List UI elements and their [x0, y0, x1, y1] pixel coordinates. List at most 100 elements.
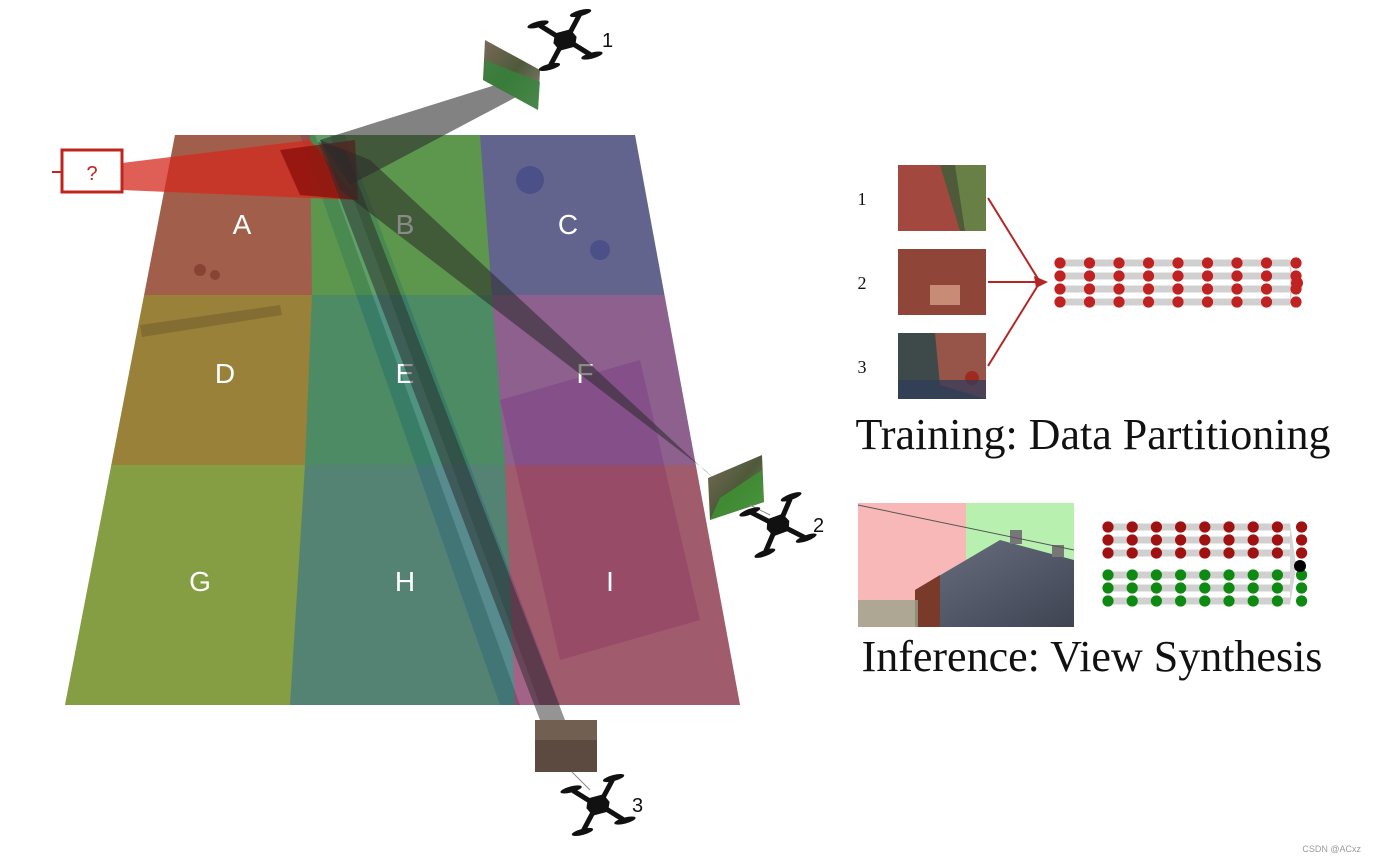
network-node [1290, 296, 1302, 308]
network-output-node [1294, 560, 1306, 572]
network-node [1271, 547, 1283, 559]
network-node [1102, 521, 1114, 533]
network-node [1260, 296, 1273, 308]
network-node [1231, 283, 1243, 295]
training-thumbnail-3 [898, 333, 986, 399]
network-node [1223, 582, 1235, 594]
training-panel: 1 2 3 Training: Data Partiti [855, 165, 1331, 459]
network-node [1054, 270, 1066, 282]
network-node [1296, 595, 1308, 607]
partition-label-h: H [395, 566, 415, 597]
network-node [1199, 582, 1211, 594]
network-node [1201, 296, 1214, 308]
network-node [1126, 547, 1138, 559]
network-node [1172, 270, 1184, 282]
network-node [1271, 521, 1283, 533]
drone-3-icon [560, 772, 637, 837]
network-node [1247, 582, 1259, 594]
network-node [1126, 534, 1138, 546]
network-node [1199, 547, 1211, 559]
inference-rendered-view [857, 503, 1075, 627]
network-node [1175, 569, 1187, 581]
partition-label-a: A [233, 209, 252, 240]
drone-2: 2 [708, 455, 824, 560]
network-node [1223, 569, 1235, 581]
network-node [1083, 257, 1096, 269]
partition-cell-i [505, 465, 740, 705]
network-node [1296, 582, 1308, 594]
network-node [1175, 521, 1187, 533]
partition-label-g: G [189, 566, 211, 597]
inference-network [1102, 521, 1308, 607]
network-node [1054, 283, 1066, 295]
network-node [1113, 283, 1125, 295]
partition-cell-h [290, 465, 515, 705]
network-node [1247, 534, 1259, 546]
training-title: Training: Data Partitioning [855, 410, 1330, 459]
network-node [1150, 582, 1162, 594]
network-node [1150, 595, 1162, 607]
network-node [1199, 521, 1211, 533]
inference-title: Inference: View Synthesis [862, 632, 1323, 681]
query-box-label: ? [86, 163, 97, 185]
network-node [1201, 270, 1214, 282]
training-arrow-head [1034, 276, 1048, 288]
training-thumbnail-1 [898, 165, 986, 231]
ray-drone-2 [320, 140, 715, 480]
training-arrows [987, 197, 1041, 367]
network-node [1296, 569, 1308, 581]
network-node [1126, 521, 1138, 533]
partition-cell-g [65, 465, 305, 705]
network-node [1172, 296, 1184, 308]
network-node [1260, 283, 1273, 295]
network-node [1172, 283, 1184, 295]
network-node [1083, 296, 1096, 308]
network-node [1102, 547, 1114, 559]
inference-panel: Inference: View Synthesis [857, 503, 1323, 681]
network-node [1271, 569, 1283, 581]
network-node [1142, 270, 1155, 282]
network-output-node [1291, 277, 1303, 289]
network-node [1175, 595, 1187, 607]
drone-3-label: 3 [632, 795, 643, 817]
network-node [1142, 296, 1155, 308]
network-node [1201, 283, 1214, 295]
network-node [1247, 547, 1259, 559]
network-node [1247, 595, 1259, 607]
network-node [1290, 257, 1302, 269]
network-node [1231, 257, 1243, 269]
partition-cell-d [81, 295, 312, 465]
network-node [1201, 257, 1214, 269]
partition-label-i: I [606, 566, 614, 597]
network-node [1126, 569, 1138, 581]
network-node [1199, 534, 1211, 546]
network-node [1126, 595, 1138, 607]
training-network [1054, 257, 1303, 308]
network-node [1113, 257, 1125, 269]
training-image-label-1: 1 [858, 189, 867, 209]
ray-drone-3 [318, 142, 565, 720]
network-node [1175, 547, 1187, 559]
network-node [1142, 283, 1155, 295]
ray-drone-1 [320, 82, 520, 185]
network-node [1126, 582, 1138, 594]
network-node [1083, 283, 1096, 295]
network-node [1150, 547, 1162, 559]
network-node [1223, 547, 1235, 559]
query-box: ? [52, 148, 124, 194]
partition-label-d: D [215, 358, 235, 389]
network-node [1271, 582, 1283, 594]
network-node [1150, 569, 1162, 581]
network-node [1296, 521, 1308, 533]
watermark: CSDN @ACxz [1302, 844, 1361, 854]
network-node [1083, 270, 1096, 282]
training-image-label-3: 3 [858, 357, 867, 377]
network-node [1296, 534, 1308, 546]
network-node [1231, 270, 1243, 282]
network-node [1150, 521, 1162, 533]
network-node [1142, 257, 1155, 269]
network-node [1102, 595, 1114, 607]
network-node [1223, 534, 1235, 546]
network-node [1223, 595, 1235, 607]
